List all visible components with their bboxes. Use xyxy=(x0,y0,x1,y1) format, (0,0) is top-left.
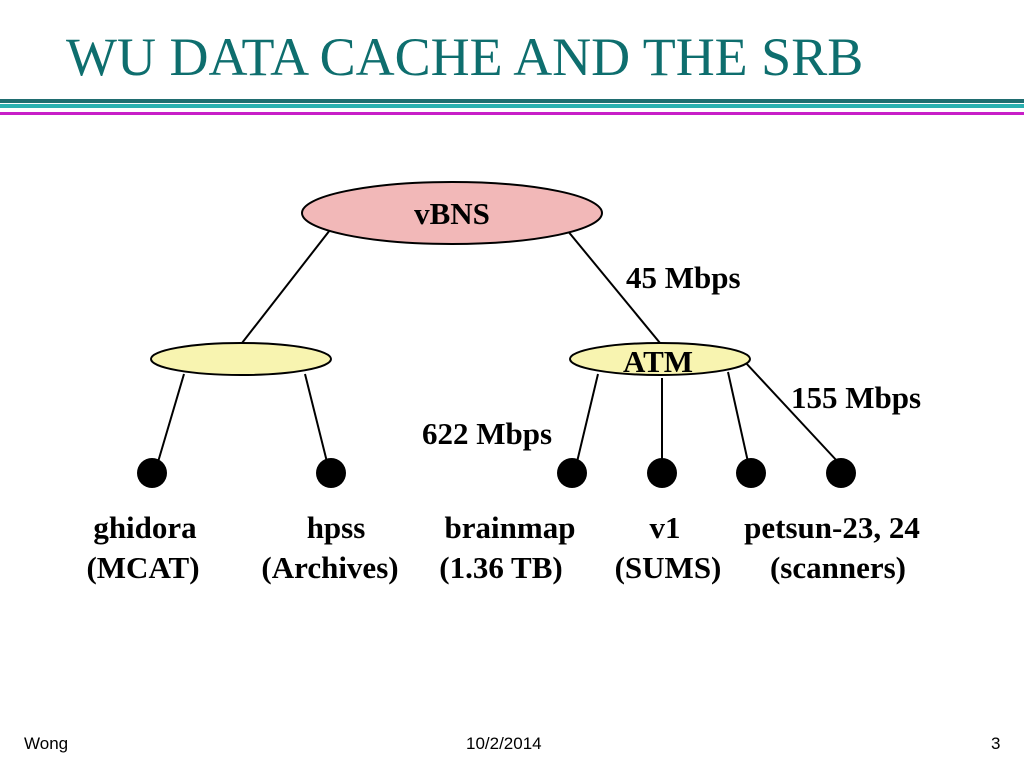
host-name-hpss: hpss xyxy=(307,510,366,545)
footer-page-number: 3 xyxy=(991,734,1001,753)
footer-date: 10/2/2014 xyxy=(466,734,542,753)
title-rule-magenta xyxy=(0,112,1024,115)
host-name-ghidora: ghidora xyxy=(93,510,197,545)
host-role-petsun: (scanners) xyxy=(770,550,906,585)
host-name-petsun: petsun-23, 24 xyxy=(744,510,920,545)
host-role-hpss: (Archives) xyxy=(261,550,398,585)
host-dot-petsun-b xyxy=(826,458,856,488)
link-lan-hpss xyxy=(304,373,328,463)
footer-author: Wong xyxy=(24,734,69,753)
vbns-label: vBNS xyxy=(414,196,490,231)
atm-node xyxy=(569,342,751,376)
link-atm-petsun-a xyxy=(727,371,749,463)
host-dot-v1 xyxy=(647,458,677,488)
link-label-45: 45 Mbps xyxy=(626,260,741,295)
vbns-node xyxy=(301,181,603,245)
host-dot-ghidora xyxy=(137,458,167,488)
host-role-brainmap: (1.36 TB) xyxy=(439,550,562,585)
link-vbns-left-lan xyxy=(241,229,331,344)
link-vbns-atm xyxy=(566,229,661,344)
host-role-v1: (SUMS) xyxy=(615,550,722,585)
host-role-ghidora: (MCAT) xyxy=(86,550,199,585)
title-rule-teal xyxy=(0,104,1024,108)
link-atm-petsun-b xyxy=(744,361,839,463)
host-name-v1: v1 xyxy=(650,510,681,545)
title-rule-dark xyxy=(0,99,1024,103)
host-dot-brainmap xyxy=(557,458,587,488)
host-dot-hpss xyxy=(316,458,346,488)
link-label-155: 155 Mbps xyxy=(791,380,921,415)
link-label-622: 622 Mbps xyxy=(422,416,552,451)
link-atm-brainmap xyxy=(576,373,599,463)
host-dot-petsun-a xyxy=(736,458,766,488)
atm-label: ATM xyxy=(623,344,693,379)
host-name-brainmap: brainmap xyxy=(445,510,576,545)
lan-node-left xyxy=(150,342,332,376)
link-lan-ghidora xyxy=(157,373,185,463)
slide-title: WU DATA CACHE AND THE SRB xyxy=(66,27,864,87)
